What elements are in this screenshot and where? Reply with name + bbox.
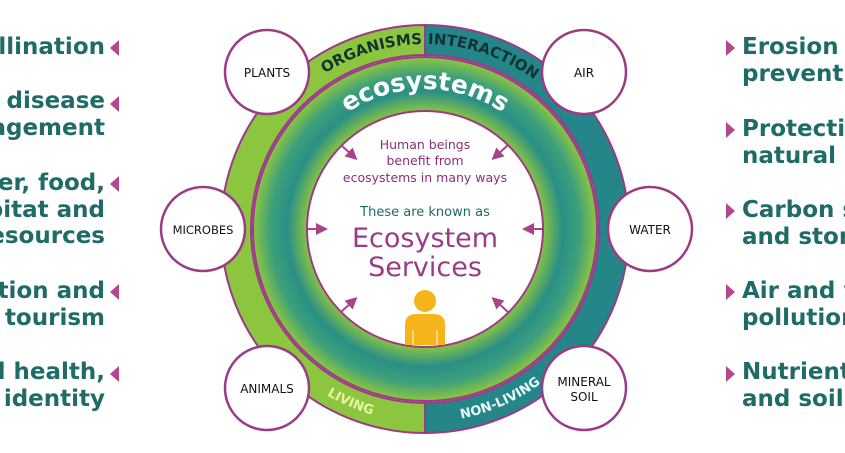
service-line: Nutrient [742,359,845,385]
service-line: natural c [742,142,845,169]
arrow-left-icon [110,366,119,382]
node-label: AIR [574,66,594,80]
center-circle [306,110,544,348]
outer-band-non-living [424,23,630,435]
arrow-inward-icon [340,144,358,161]
service-line: er, food, [0,170,105,196]
center-text: benefit from [386,153,463,168]
node-label: MICROBES [173,223,234,237]
service-line: ation and [0,278,105,304]
title-services: Services [368,252,482,283]
arrow-right-icon [726,203,735,219]
service-line: esources [0,223,105,249]
node-label: SOIL [570,390,598,404]
arrow-right-icon [726,40,735,56]
service-line: Carbon s [742,197,845,223]
service-line: Air and v [742,278,845,304]
arrow-left-icon [110,96,119,112]
arrow-inward-icon [340,296,358,313]
arrow-left-icon [110,40,119,56]
service-health-identity: l health,identity [0,359,105,412]
service-line: preventi [742,60,845,87]
arrow-left-icon [110,176,119,192]
node-water: WATER [606,185,694,273]
node-plants: PLANTS [223,28,311,116]
service-line: l health, [0,359,105,385]
service-line: agement [0,114,105,141]
center-text: Human beings [380,137,471,152]
arrow-inward-icon [491,144,509,161]
service-line: and stor [742,223,845,250]
title-ecosystem: Ecosystem [352,223,498,254]
service-line: and soil [742,385,844,412]
arrow-right-icon [726,366,735,382]
service-line: tourism [4,304,105,331]
service-pollution-control: Air and vpollutior [742,278,845,331]
service-line: Erosion [742,34,839,60]
arrow-left-icon [110,284,119,300]
node-label: ANIMALS [240,382,294,396]
service-line: pollutior [742,304,845,331]
service-natural-protection: Protectionatural c [742,116,845,169]
service-line: pitat and [0,196,105,223]
arrow-right-icon [726,122,735,138]
service-line: identity [3,385,105,412]
node-air: AIR [540,28,628,116]
service-line: llination [0,34,105,60]
center-text: ecosystems in many ways [343,170,507,185]
known-as-text: These are known as [359,205,490,220]
arrow-inward-icon [491,296,509,313]
node-label: PLANTS [244,66,290,80]
person-icon [405,290,445,345]
arrow-right-icon [726,284,735,300]
node-animals: ANIMALS [223,344,311,432]
service-line: l disease [0,88,105,114]
node-label: MINERAL [557,375,611,389]
node-label: WATER [629,223,671,237]
service-line: Protectio [742,116,845,142]
node-microbes: MICROBES [159,185,247,273]
service-pollination: llination [0,34,105,61]
